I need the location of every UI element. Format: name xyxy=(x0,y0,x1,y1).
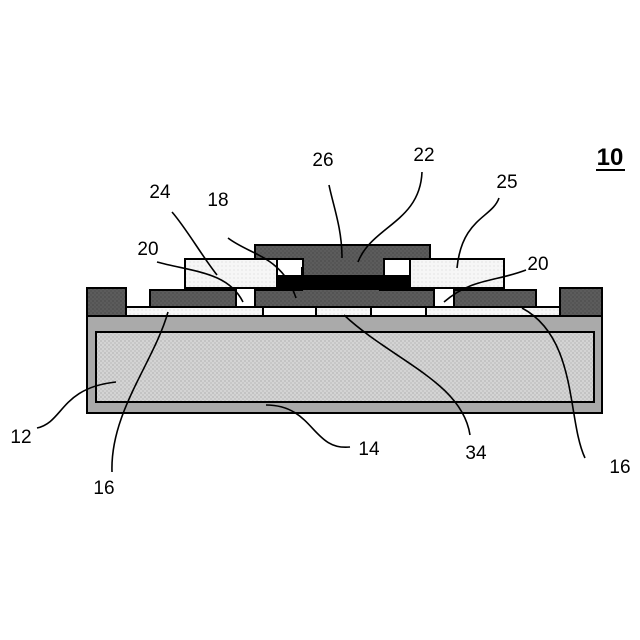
figure-number: 10 xyxy=(597,144,624,171)
label-16-right: 16 xyxy=(609,457,630,478)
label-25: 25 xyxy=(496,172,517,193)
label-20-right: 20 xyxy=(527,254,548,275)
outer-pad-left xyxy=(87,288,126,316)
electrode-34 xyxy=(316,307,371,316)
label-14: 14 xyxy=(358,439,380,460)
core-layer-12 xyxy=(96,332,594,402)
label-34: 34 xyxy=(465,443,487,464)
pad-right xyxy=(454,290,536,307)
label-18: 18 xyxy=(207,190,228,211)
label-24: 24 xyxy=(149,182,171,203)
outer-pad-right xyxy=(560,288,602,316)
label-26: 26 xyxy=(312,150,333,171)
label-20-left: 20 xyxy=(137,239,158,260)
label-16-left: 16 xyxy=(93,478,114,499)
leader-25 xyxy=(457,198,499,268)
electrode-16-left xyxy=(120,307,263,316)
pad-left xyxy=(150,290,236,307)
layer-24 xyxy=(185,259,277,288)
label-12: 12 xyxy=(10,427,31,448)
label-22: 22 xyxy=(413,145,434,166)
element-22 xyxy=(277,275,410,290)
electrode-16-right xyxy=(426,307,566,316)
